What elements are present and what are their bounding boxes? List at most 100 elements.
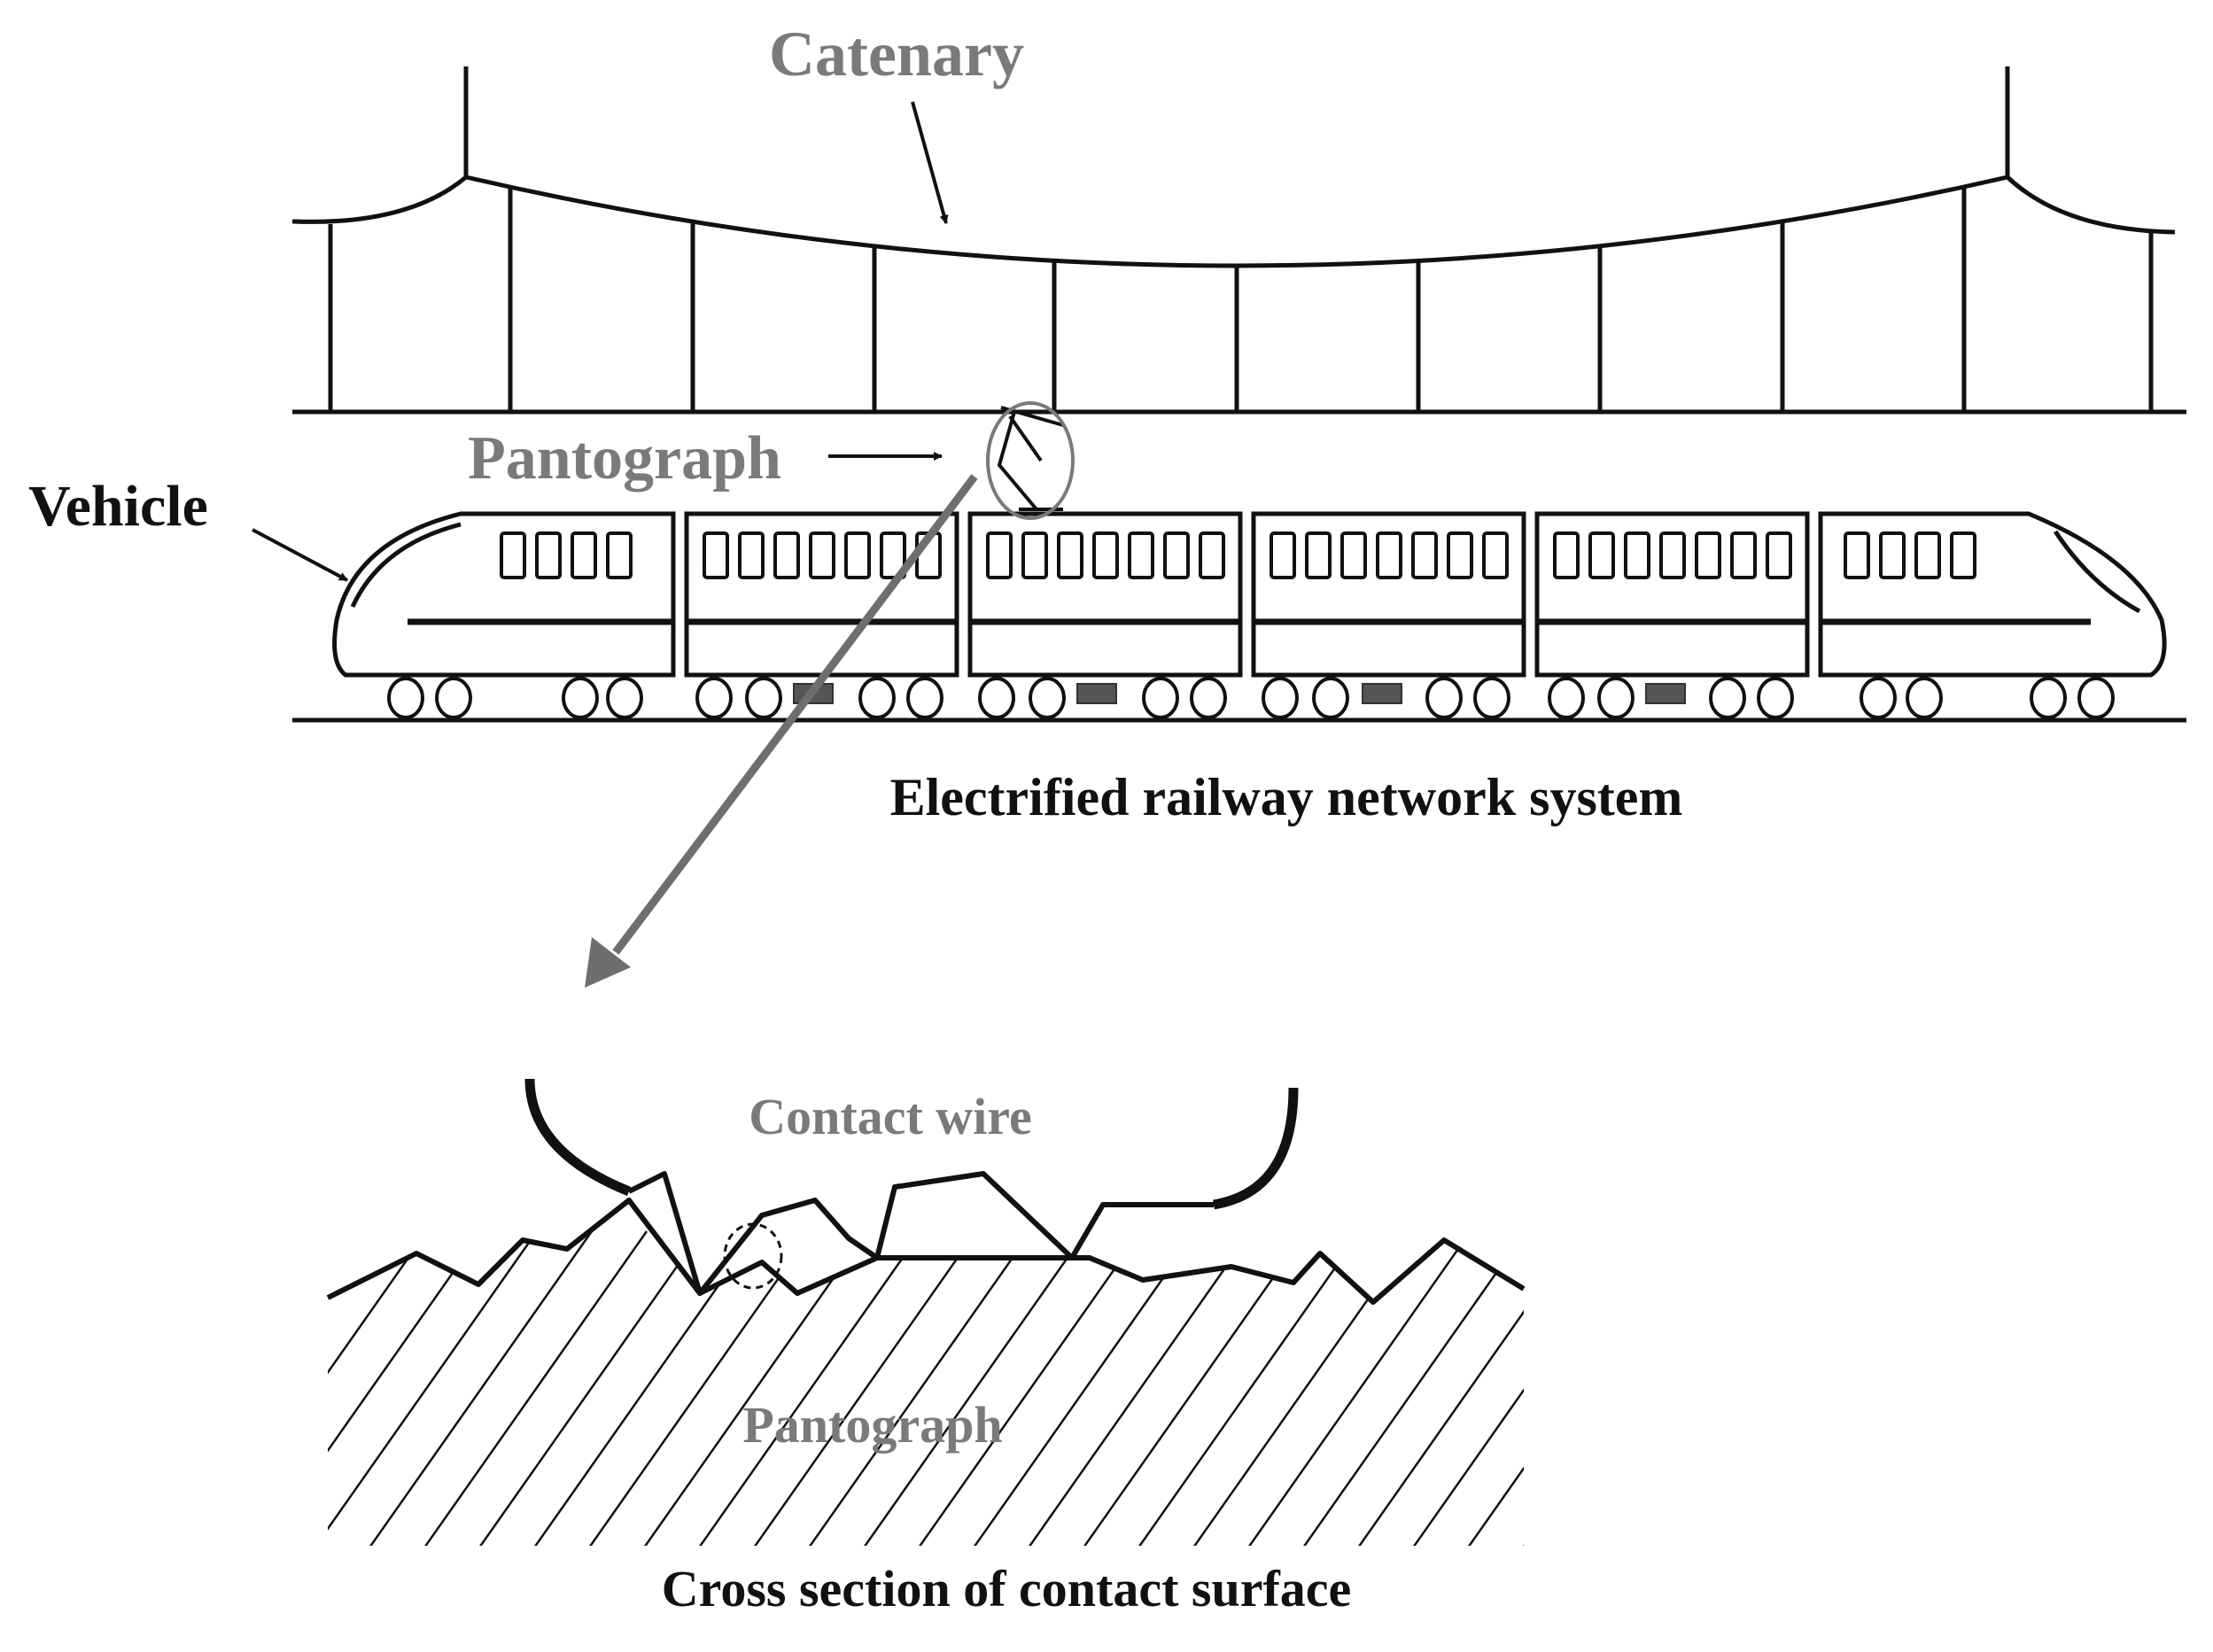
train-window bbox=[1844, 531, 1870, 579]
wheels bbox=[387, 677, 2115, 719]
wheel bbox=[1548, 677, 1585, 719]
train-window bbox=[500, 531, 526, 579]
train-window bbox=[1553, 531, 1580, 579]
cross-section-caption: Cross section of contact surface bbox=[662, 1560, 1352, 1617]
wheel bbox=[1597, 677, 1635, 719]
pantograph-hatching bbox=[328, 1230, 1524, 1546]
car-1-window-curve bbox=[350, 522, 462, 609]
train-window bbox=[1624, 531, 1650, 579]
train-window bbox=[1057, 531, 1083, 579]
wheel bbox=[1709, 677, 1746, 719]
catenary-label: Catenary bbox=[769, 19, 1024, 89]
car-5-body bbox=[1534, 511, 1810, 678]
hatch-line bbox=[1458, 1230, 1524, 1546]
right-end-wire bbox=[2006, 175, 2176, 235]
contact-wire-label: Contact wire bbox=[749, 1088, 1031, 1145]
train-window bbox=[1766, 531, 1792, 579]
train-window bbox=[1163, 531, 1190, 579]
asperity-contact-marker bbox=[723, 1222, 783, 1290]
car-1-body bbox=[332, 511, 676, 678]
hatch-line bbox=[689, 1230, 923, 1546]
hatch-line bbox=[909, 1230, 1143, 1546]
hatch-line bbox=[579, 1230, 813, 1546]
hatch-line bbox=[1074, 1230, 1308, 1546]
wheel bbox=[1190, 677, 1227, 719]
train-window bbox=[535, 531, 562, 579]
train-window bbox=[809, 531, 835, 579]
train-window bbox=[738, 531, 765, 579]
undercarriage-block bbox=[1362, 683, 1402, 704]
wheel bbox=[1262, 677, 1299, 719]
train-window bbox=[773, 531, 800, 579]
messenger-wire bbox=[465, 175, 2008, 268]
left-end-wire bbox=[291, 175, 468, 224]
wheel bbox=[978, 677, 1015, 719]
hatch-line bbox=[854, 1230, 1088, 1546]
wheel bbox=[387, 677, 424, 719]
train-window bbox=[1695, 531, 1721, 579]
wheel bbox=[1473, 677, 1510, 719]
contact-wire-arc bbox=[524, 1078, 632, 1197]
undercarriage-block bbox=[1076, 683, 1117, 704]
train-window bbox=[1092, 531, 1119, 579]
hatch-line bbox=[470, 1230, 703, 1546]
wheel bbox=[695, 677, 733, 719]
train-window bbox=[1270, 531, 1296, 579]
vehicle-label: Vehicle bbox=[28, 474, 208, 539]
car-4-body bbox=[1251, 511, 1526, 678]
hatch-line bbox=[1019, 1230, 1253, 1546]
hatch-line bbox=[328, 1230, 374, 1546]
train-window bbox=[1340, 531, 1367, 579]
wheel bbox=[1757, 677, 1794, 719]
contact-wire-arc-right bbox=[1213, 1087, 1299, 1210]
hatch-line bbox=[360, 1230, 594, 1546]
train-window bbox=[1128, 531, 1154, 579]
train-window bbox=[1199, 531, 1225, 579]
wheel bbox=[2077, 677, 2115, 719]
wheel bbox=[1860, 677, 1897, 719]
hatch-line bbox=[1403, 1230, 1524, 1546]
wheel bbox=[1312, 677, 1349, 719]
hatch-line bbox=[1239, 1230, 1472, 1546]
wheel bbox=[745, 677, 782, 719]
train-window bbox=[880, 531, 906, 579]
pantograph-surface-profile bbox=[326, 1198, 1526, 1305]
train-window bbox=[1879, 531, 1906, 579]
cross-section: Contact wire Pantograph bbox=[326, 1078, 1526, 1546]
wheel bbox=[1142, 677, 1179, 719]
windows bbox=[500, 531, 1976, 579]
hatch-line bbox=[328, 1230, 429, 1546]
train-window bbox=[1588, 531, 1615, 579]
hatch-line bbox=[1184, 1230, 1417, 1546]
zoom-arrow-line bbox=[612, 474, 978, 955]
hatch-line bbox=[415, 1230, 648, 1546]
train-window bbox=[1950, 531, 1976, 579]
catenary bbox=[291, 66, 2186, 415]
train-window bbox=[1411, 531, 1438, 579]
hatch-line bbox=[1129, 1230, 1363, 1546]
hatch-line bbox=[1348, 1230, 1524, 1546]
train-window bbox=[1914, 531, 1941, 579]
train-window bbox=[703, 531, 729, 579]
wheel bbox=[858, 677, 896, 719]
train-window bbox=[1659, 531, 1686, 579]
train-vehicle bbox=[292, 511, 2186, 723]
pantograph-top-label: Pantograph bbox=[468, 424, 781, 492]
pantograph-highlight-circle bbox=[986, 401, 1075, 520]
wheel bbox=[1906, 677, 1943, 719]
undercarriage-block bbox=[1645, 683, 1686, 704]
train-window bbox=[1021, 531, 1048, 579]
contact-wire-profile bbox=[627, 1171, 1214, 1296]
train-window bbox=[1730, 531, 1757, 579]
wheel bbox=[562, 677, 599, 719]
system-caption: Electrified railway network system bbox=[890, 768, 1683, 826]
train-window bbox=[986, 531, 1013, 579]
pantograph-bottom-label: Pantograph bbox=[742, 1396, 1002, 1454]
vehicle-arrow bbox=[252, 528, 348, 582]
train-window bbox=[1376, 531, 1402, 579]
hatch-line bbox=[328, 1230, 539, 1546]
catenary-arrow bbox=[911, 101, 949, 224]
wheel bbox=[606, 677, 643, 719]
hatch-line bbox=[964, 1230, 1198, 1546]
